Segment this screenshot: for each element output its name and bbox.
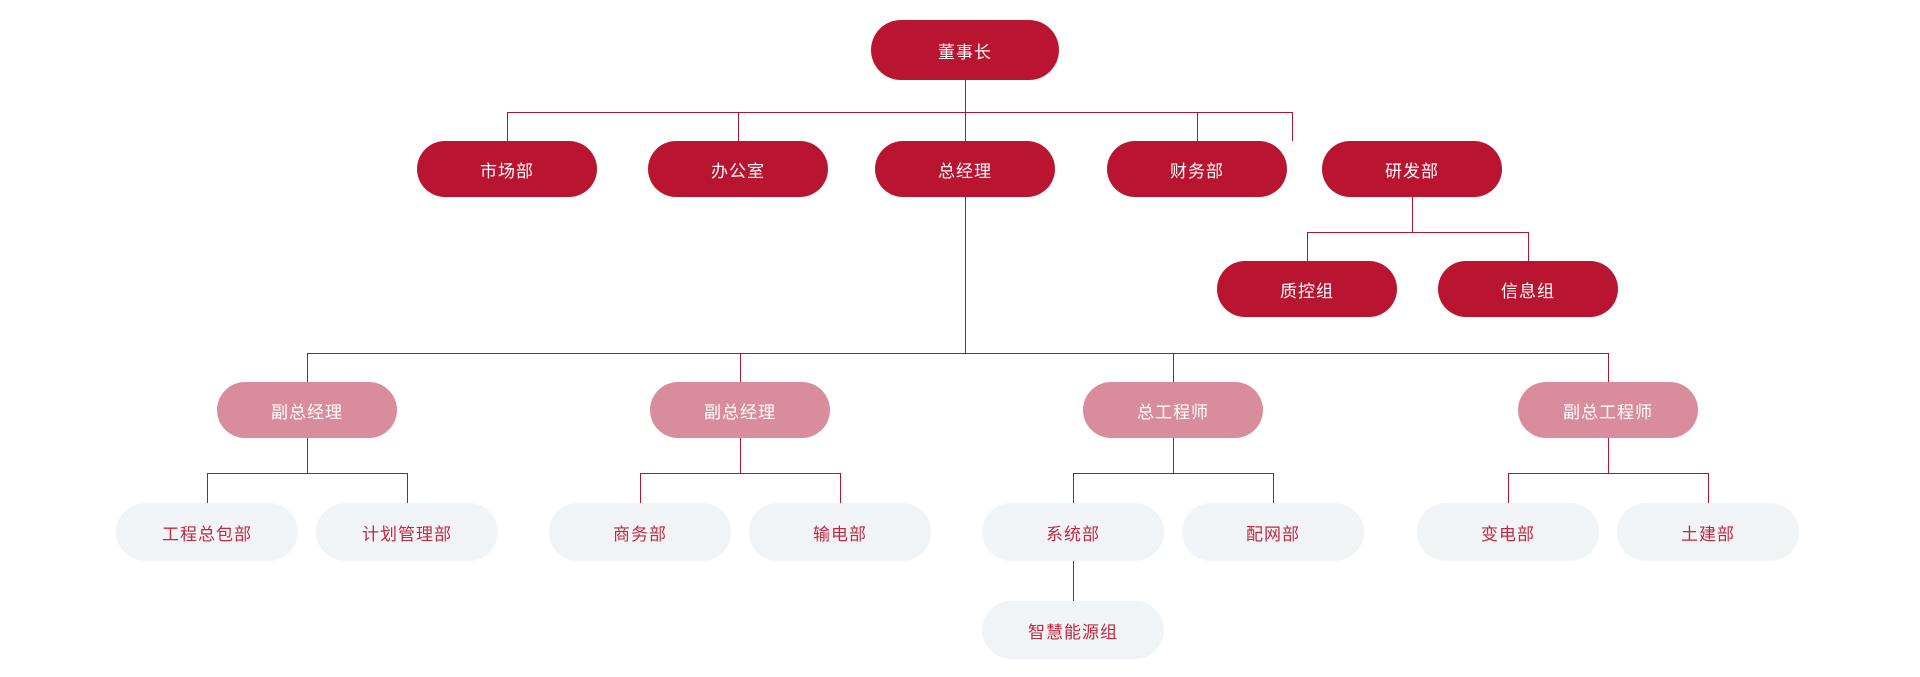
org-node-n1[interactable]: 市场部: [417, 141, 597, 197]
connector-to-system: [1073, 473, 1074, 504]
connector-rd-down: [1412, 197, 1413, 232]
connector-deputy-eng-down: [1608, 438, 1609, 473]
connector-vgm2-down: [740, 438, 741, 473]
org-node-label: 总经理: [938, 161, 992, 181]
org-node-label: 财务部: [1170, 161, 1224, 181]
connector-to-finance: [1197, 112, 1198, 141]
connector-to-rd: [1292, 112, 1293, 141]
connector-to-planning: [407, 473, 408, 504]
org-node-label: 副总经理: [704, 402, 776, 422]
org-node-n17[interactable]: 配网部: [1182, 503, 1364, 561]
connector-to-gm: [965, 112, 966, 141]
connector-chairman-down: [965, 80, 966, 112]
org-node-label: 商务部: [613, 524, 667, 544]
org-node-label: 计划管理部: [362, 524, 452, 544]
org-node-n12[interactable]: 工程总包部: [116, 503, 298, 561]
connector-to-market: [507, 112, 508, 141]
connector-to-epc: [207, 473, 208, 504]
org-node-n6[interactable]: 质控组: [1217, 261, 1397, 317]
org-node-n9[interactable]: 副总经理: [650, 382, 830, 438]
org-node-n8[interactable]: 副总经理: [217, 382, 397, 438]
connector-to-qc: [1307, 232, 1308, 261]
org-node-n4[interactable]: 财务部: [1107, 141, 1287, 197]
org-node-n16[interactable]: 系统部: [982, 503, 1164, 561]
org-node-label: 研发部: [1385, 161, 1439, 181]
org-node-label: 质控组: [1280, 281, 1334, 301]
org-node-n0[interactable]: 董事长: [871, 20, 1059, 80]
org-node-label: 副总经理: [271, 402, 343, 422]
connector-to-business: [640, 473, 641, 504]
org-node-label: 变电部: [1481, 524, 1535, 544]
org-node-label: 董事长: [938, 42, 992, 62]
connector-to-office: [738, 112, 739, 141]
org-node-label: 土建部: [1681, 524, 1735, 544]
connector-level3-bus: [307, 353, 1608, 354]
org-node-n3[interactable]: 总经理: [875, 141, 1055, 197]
org-node-label: 总工程师: [1137, 402, 1209, 422]
org-node-n11[interactable]: 副总工程师: [1518, 382, 1698, 438]
org-node-n13[interactable]: 计划管理部: [316, 503, 498, 561]
org-node-n18[interactable]: 变电部: [1417, 503, 1599, 561]
connector-to-substation: [1508, 473, 1509, 504]
connector-to-distribution: [1273, 473, 1274, 504]
org-node-label: 系统部: [1046, 524, 1100, 544]
org-node-label: 信息组: [1501, 281, 1555, 301]
org-node-label: 输电部: [813, 524, 867, 544]
connector-to-vgm-1: [307, 353, 308, 382]
connector-gm-down: [965, 197, 966, 353]
connector-vgm1-down: [307, 438, 308, 473]
org-node-label: 副总工程师: [1563, 402, 1653, 422]
org-node-n5[interactable]: 研发部: [1322, 141, 1502, 197]
connector-to-info: [1528, 232, 1529, 261]
connector-vgm1-bus: [207, 473, 407, 474]
connector-to-civil: [1708, 473, 1709, 504]
org-node-label: 办公室: [711, 161, 765, 181]
org-node-n19[interactable]: 土建部: [1617, 503, 1799, 561]
org-node-label: 智慧能源组: [1028, 622, 1118, 642]
org-node-n20[interactable]: 智慧能源组: [982, 601, 1164, 659]
connector-to-chief-eng: [1173, 353, 1174, 382]
connector-rd-bus: [1307, 232, 1528, 233]
connector-deputy-eng-bus: [1508, 473, 1708, 474]
org-node-n15[interactable]: 输电部: [749, 503, 931, 561]
org-node-label: 配网部: [1246, 524, 1300, 544]
connector-system-to-energy: [1073, 561, 1074, 602]
org-node-n7[interactable]: 信息组: [1438, 261, 1618, 317]
connector-chief-eng-bus: [1073, 473, 1273, 474]
org-node-label: 工程总包部: [162, 524, 252, 544]
connector-level2-bus: [507, 112, 1292, 113]
connector-vgm2-bus: [640, 473, 840, 474]
org-node-label: 市场部: [480, 161, 534, 181]
org-node-n14[interactable]: 商务部: [549, 503, 731, 561]
org-node-n10[interactable]: 总工程师: [1083, 382, 1263, 438]
connector-to-transmission: [840, 473, 841, 504]
connector-chief-eng-down: [1173, 438, 1174, 473]
connector-to-deputy-eng: [1608, 353, 1609, 382]
connector-to-vgm-2: [740, 353, 741, 382]
org-node-n2[interactable]: 办公室: [648, 141, 828, 197]
